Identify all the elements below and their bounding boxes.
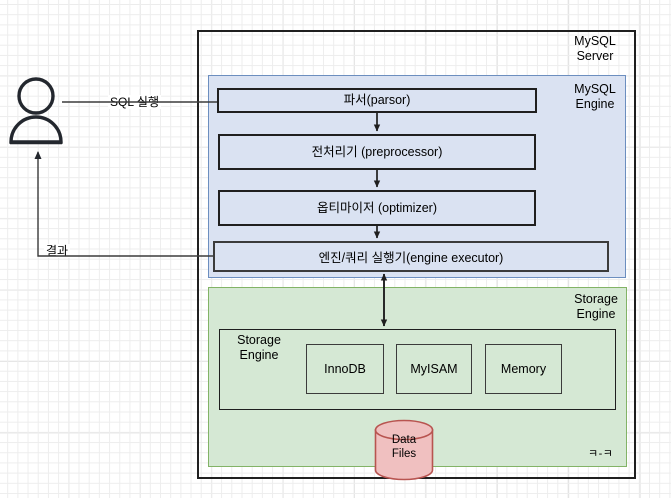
data-files-shape	[374, 419, 434, 481]
sql-execute-label: SQL 실행	[108, 95, 161, 110]
memory-box[interactable]: Memory	[485, 344, 562, 394]
result-connector	[34, 151, 213, 257]
optimizer-box[interactable]: 옵티마이저 (optimizer)	[218, 190, 536, 226]
storage-engine-inner-label: Storage Engine	[237, 333, 281, 363]
engine-executor-box[interactable]: 엔진/쿼리 실행기(engine executor)	[213, 241, 609, 272]
parser-box[interactable]: 파서(parsor)	[217, 88, 537, 113]
user-actor-icon	[9, 77, 63, 145]
storage-engine-inner-box	[219, 329, 616, 410]
preprocessor-box[interactable]: 전처리기 (preprocessor)	[218, 134, 536, 170]
data-files-label: Data Files	[391, 434, 417, 461]
storage-engine-label: Storage Engine	[574, 292, 618, 321]
mysql-server-label: MySQL Server	[574, 34, 616, 63]
storage-footnote: ㅋ-ㅋ	[588, 448, 614, 460]
mysql-engine-label: MySQL Engine	[574, 82, 616, 111]
innodb-box[interactable]: InnoDB	[306, 344, 384, 394]
result-label: 결과	[44, 244, 71, 259]
data-files-cylinder[interactable]: Data Files	[374, 419, 434, 481]
myisam-box[interactable]: MyISAM	[396, 344, 472, 394]
